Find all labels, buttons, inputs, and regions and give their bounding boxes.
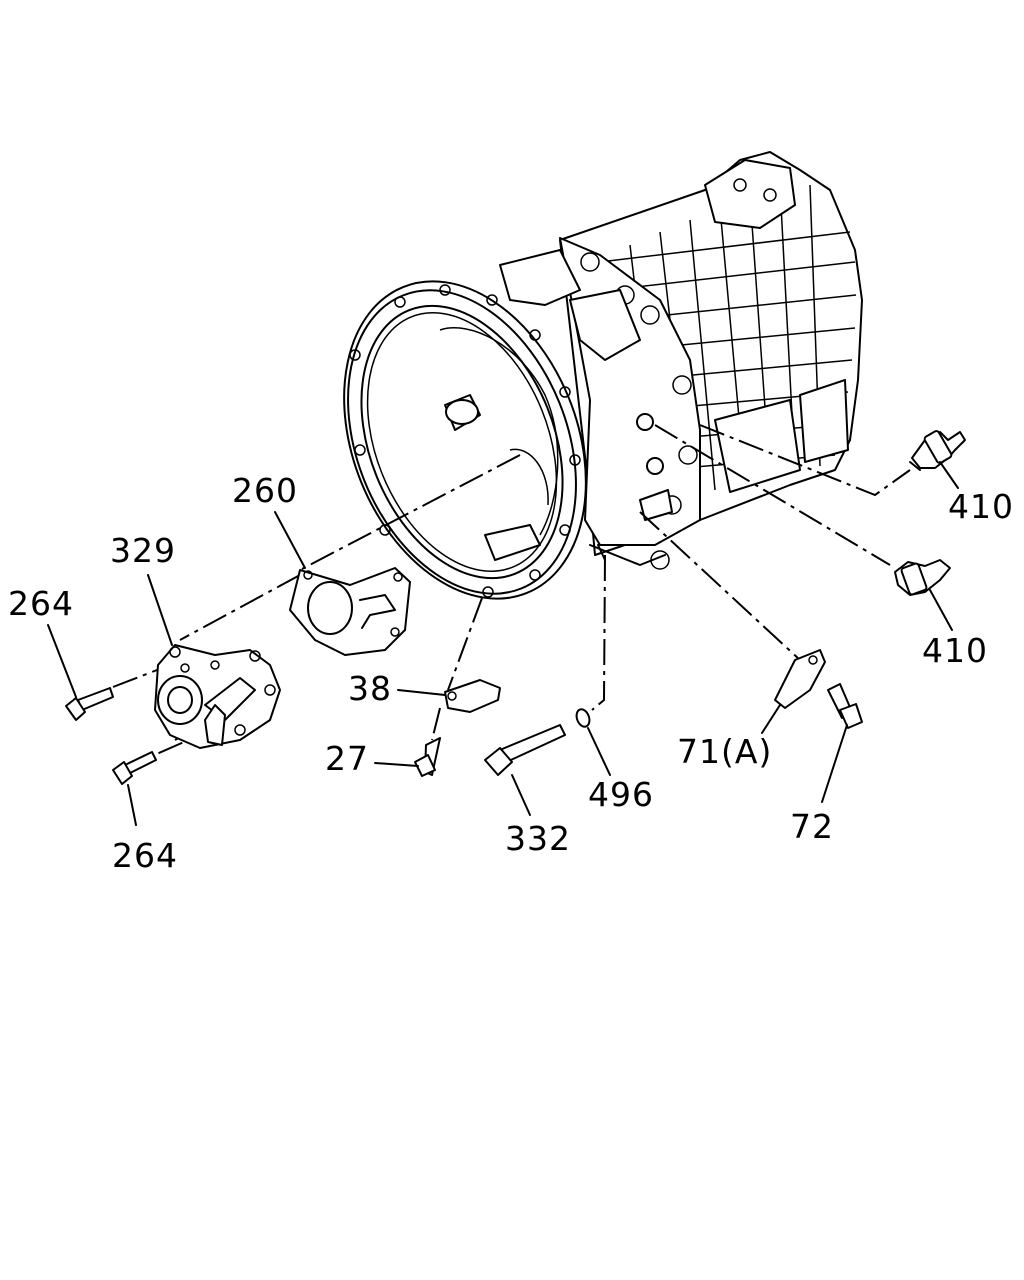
label-264-top: 264 bbox=[8, 584, 74, 623]
callout-leaders bbox=[47, 461, 959, 826]
bolt-72 bbox=[827, 683, 863, 729]
plate-71a bbox=[774, 649, 826, 709]
label-329: 329 bbox=[110, 531, 176, 570]
label-27: 27 bbox=[325, 739, 369, 778]
bolt-27 bbox=[414, 737, 441, 777]
label-410-top: 410 bbox=[948, 487, 1014, 526]
label-496: 496 bbox=[588, 775, 654, 814]
fitting-410-top bbox=[909, 430, 966, 471]
pump-cover-329 bbox=[154, 644, 281, 749]
gasket-260 bbox=[289, 567, 411, 656]
plug-332 bbox=[484, 724, 566, 776]
label-410-bottom: 410 bbox=[922, 631, 988, 670]
bolt-264-bottom bbox=[112, 751, 157, 785]
label-332: 332 bbox=[505, 819, 571, 858]
label-38: 38 bbox=[348, 669, 392, 708]
bolt-264-top bbox=[65, 687, 114, 721]
label-264-bottom: 264 bbox=[112, 836, 178, 875]
o-ring-496 bbox=[575, 708, 591, 728]
label-72: 72 bbox=[790, 807, 834, 846]
label-71a: 71(A) bbox=[677, 732, 772, 771]
part-labels: 260 329 264 264 38 27 332 496 71(A) 72 4… bbox=[8, 471, 1014, 875]
plate-38 bbox=[444, 679, 501, 713]
transmission-case bbox=[343, 151, 863, 600]
label-260: 260 bbox=[232, 471, 298, 510]
fitting-410-bottom bbox=[894, 559, 951, 596]
